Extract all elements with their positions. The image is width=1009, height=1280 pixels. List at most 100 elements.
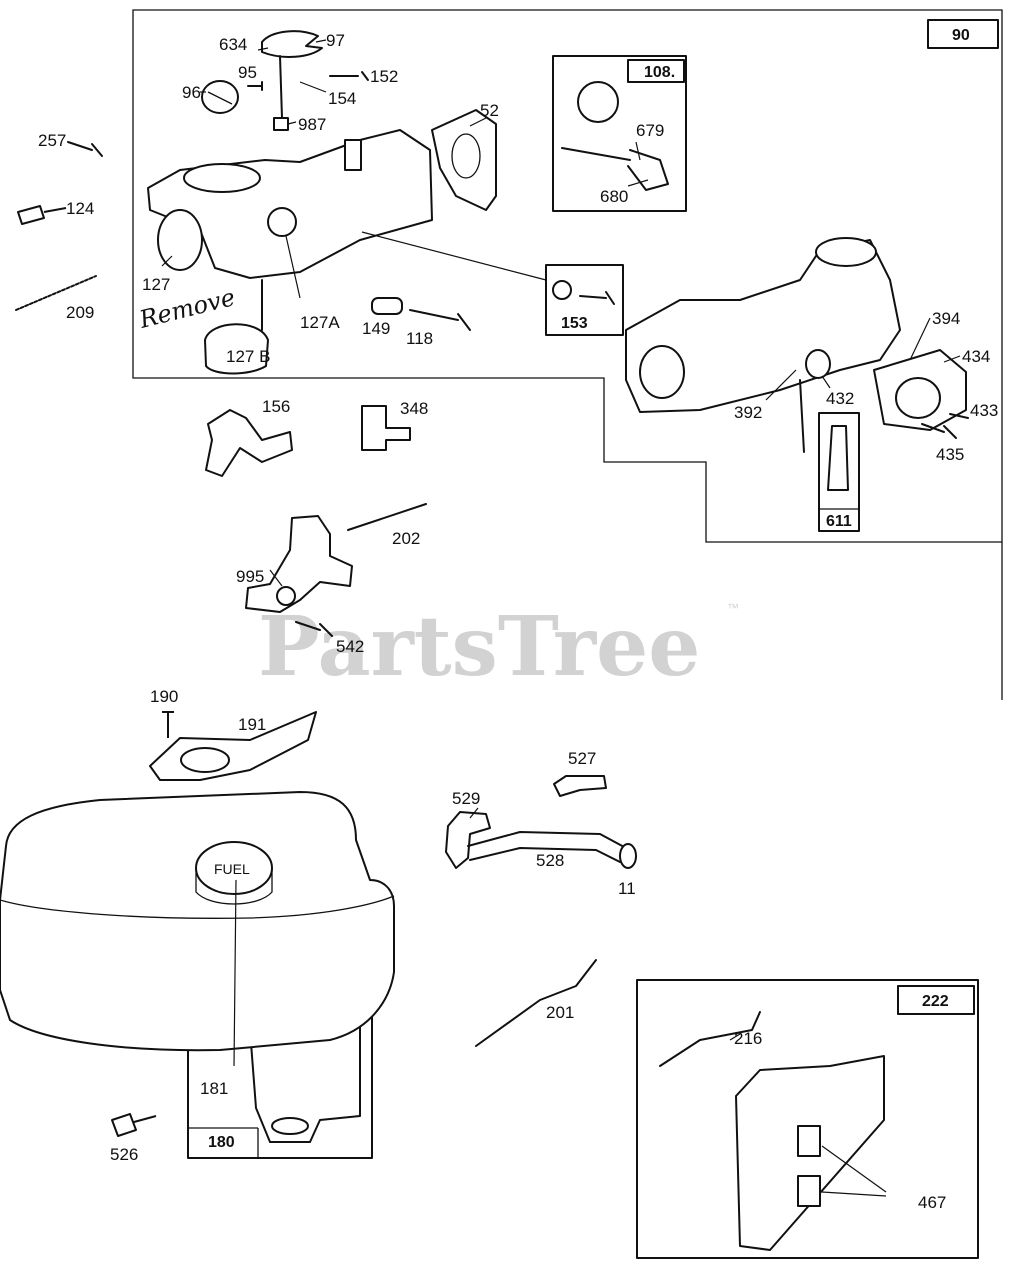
callout-202: 202: [392, 529, 420, 548]
leader-434: [943, 355, 961, 363]
air-vane-222-label-frame: [897, 985, 975, 1015]
fuel-tank-assembly-number: 180: [208, 1134, 235, 1151]
callout-527: 527: [568, 749, 596, 768]
carburetor-box-frame: [927, 19, 999, 49]
callout-257: 257: [38, 131, 66, 150]
callout-152: 152: [370, 67, 398, 86]
screw-124-part: [17, 205, 67, 225]
bracket-348-part: [361, 405, 411, 451]
carburetor-assembly-outline: [132, 9, 1003, 543]
callout-201: 201: [546, 1003, 574, 1022]
oring-127a: [267, 207, 297, 237]
callout-190: 190: [150, 687, 178, 706]
screw-190-part: [162, 711, 174, 738]
repair-kit-108-label-frame: [627, 59, 685, 83]
air-vane-222-number: 222: [922, 993, 949, 1010]
fuel-cap-label: FUEL: [214, 861, 250, 877]
callout-467: 467: [918, 1193, 946, 1212]
carburetor-right-flange: [639, 345, 685, 399]
leader-181: [233, 879, 237, 1067]
callout-434: 434: [962, 347, 990, 366]
carburetor-assembly-number: 90: [952, 27, 970, 44]
fuel-cap-side: [195, 868, 273, 905]
clamp-527-part: [553, 775, 607, 797]
choke-shaft-end: [273, 117, 289, 131]
spring-209-part: [15, 275, 97, 311]
choke-valve-part: [261, 30, 323, 58]
gasket-52-part: [431, 109, 497, 211]
gasket-191-hole: [180, 747, 230, 773]
callout-191: 191: [238, 715, 266, 734]
leader-680: [627, 179, 649, 187]
callout-987: 987: [298, 115, 326, 134]
link-216-part: [659, 1011, 761, 1067]
leader-987: [287, 121, 297, 125]
callout-127: 127: [142, 275, 170, 294]
fuel-line-528-part: [467, 831, 627, 863]
carburetor-right-part: [625, 239, 901, 413]
leader-529: [469, 807, 479, 819]
spring-149-part: [371, 297, 403, 315]
callout-529: 529: [452, 789, 480, 808]
leader-216: [729, 1033, 741, 1041]
screw-152-part: [329, 71, 369, 81]
callout-96: 96: [182, 83, 201, 102]
washer-153-part: [552, 280, 572, 300]
screw-542-part: [295, 621, 333, 637]
callout-394: 394: [932, 309, 960, 328]
oring-432: [805, 349, 831, 379]
callout-634: 634: [219, 35, 247, 54]
diaphragm-cover-hole: [895, 377, 941, 419]
callout-528: 528: [536, 851, 564, 870]
repair-kit-disc: [577, 81, 619, 123]
callout-149: 149: [362, 319, 390, 338]
callout-392: 392: [734, 403, 762, 422]
callout-95: 95: [238, 63, 257, 82]
screw-526-part: [111, 1113, 157, 1137]
callout-97: 97: [326, 31, 345, 50]
leader-52: [469, 117, 487, 127]
screw-257-part: [67, 141, 103, 157]
callout-435: 435: [936, 445, 964, 464]
leader-394: [909, 317, 931, 361]
pin-433: [949, 413, 969, 419]
callout-154: 154: [328, 89, 356, 108]
screw-95-part: [247, 81, 263, 91]
callout-526: 526: [110, 1145, 138, 1164]
leader-154: [299, 81, 327, 93]
float-needle-611-box: [818, 412, 860, 532]
vane-tab-467-bottom: [797, 1175, 821, 1207]
float-bowl-127b: [204, 323, 269, 375]
callout-11: 11: [618, 879, 636, 898]
fuel-tank-seam: [0, 895, 395, 919]
callout-216: 216: [734, 1029, 762, 1048]
bracket-995-hole: [276, 586, 296, 606]
carburetor-post: [344, 139, 362, 171]
bracket-995-part: [245, 515, 353, 613]
callout-432: 432: [826, 389, 854, 408]
choke-disc-line: [207, 91, 233, 105]
carburetor-right-throat: [815, 237, 877, 267]
callout-156: 156: [262, 397, 290, 416]
link-201-part: [475, 959, 597, 1047]
float-needle-611-number: 611: [826, 513, 852, 530]
intake-fitting-127: [157, 209, 203, 271]
leader-127a: [285, 235, 301, 299]
leader-97: [315, 39, 327, 43]
gasket-191-part: [149, 711, 317, 781]
callout-118: 118: [406, 329, 433, 348]
screw-435: [921, 423, 957, 439]
screw-153-part: [579, 291, 615, 305]
leader-679: [635, 141, 641, 161]
fuel-tank-body: [0, 791, 395, 1052]
repair-kit-108-number: 108.: [644, 64, 675, 81]
choke-shaft-part: [279, 55, 283, 119]
callout-52: 52: [480, 101, 499, 120]
float-needle-611-part: [827, 425, 849, 491]
tank-bracket-slot: [271, 1117, 309, 1135]
callout-209: 209: [66, 303, 94, 322]
screw-153-leader: [361, 231, 547, 281]
callout-348: 348: [400, 399, 428, 418]
callout-542: 542: [336, 637, 364, 656]
